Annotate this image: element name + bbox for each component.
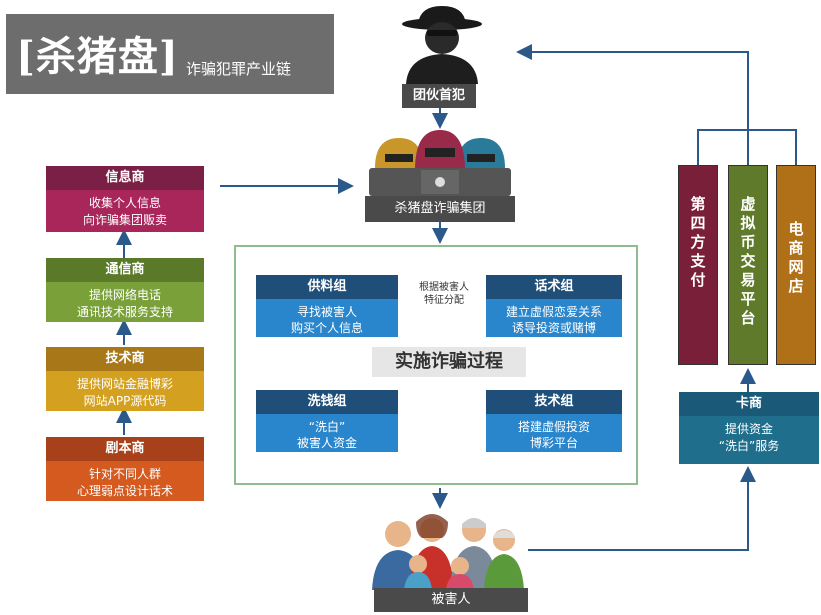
crypto-exchange-label: 虚拟币交易平台 <box>738 196 757 329</box>
card-dealer-title: 卡商 <box>679 392 819 416</box>
info-dealer-title: 信息商 <box>46 166 204 190</box>
card-dealer-line: 提供资金 <box>724 422 773 436</box>
laundry-group-box: 洗钱组 “洗白” 被害人资金 <box>256 390 398 452</box>
fourth-party-payment-label: 第四方支付 <box>688 196 707 291</box>
tech-dealer-line: 提供网站金融博彩 <box>76 377 173 391</box>
card-dealer-box: 卡商 提供资金 “洗白”服务 <box>679 392 819 464</box>
telecom-dealer-title: 通信商 <box>46 258 204 282</box>
victims-label: 被害人 <box>374 588 528 612</box>
supply-group-title: 供料组 <box>256 275 398 299</box>
tech-group-box: 技术组 搭建虚假投资 博彩平台 <box>486 390 622 452</box>
tech-dealer-box: 技术商 提供网站金融博彩 网站APP源代码 <box>46 347 204 411</box>
supply-group-line: 购买个人信息 <box>290 321 363 335</box>
leader-label: 团伙首犯 <box>402 84 476 108</box>
supply-group-line: 寻找被害人 <box>296 305 357 319</box>
ecommerce-shop-label: 电商网店 <box>786 221 805 297</box>
title-banner <box>6 14 334 94</box>
page-subtitle: 诈骗犯罪产业链 <box>186 60 292 78</box>
hooded-leader-icon <box>402 6 482 84</box>
tech-dealer-title: 技术商 <box>46 347 204 371</box>
script-dealer-line: 心理弱点设计话术 <box>76 484 173 498</box>
page-title: [杀猪盘] <box>16 33 179 80</box>
assignment-note-line: 特征分配 <box>424 295 464 306</box>
script-group-title: 话术组 <box>486 275 622 299</box>
ecommerce-shop-column: 电商网店 <box>776 165 816 365</box>
fraud-group-icon <box>369 130 511 196</box>
script-dealer-title: 剧本商 <box>46 437 204 461</box>
info-dealer-box: 信息商 收集个人信息 向诈骗集团贩卖 <box>46 166 204 232</box>
laundry-group-line: “洗白” <box>308 420 346 434</box>
tech-group-line: 搭建虚假投资 <box>517 420 590 434</box>
telecom-dealer-line: 提供网络电话 <box>88 288 161 302</box>
process-title: 实施诈骗过程 <box>372 347 526 377</box>
group-label: 杀猪盘诈骗集团 <box>365 196 515 222</box>
crypto-exchange-column: 虚拟币交易平台 <box>728 165 768 365</box>
telecom-dealer-line: 通讯技术服务支持 <box>76 305 173 319</box>
victims-family-icon <box>372 514 524 590</box>
supply-group-box: 供料组 寻找被害人 购买个人信息 <box>256 275 398 337</box>
card-dealer-line: “洗白”服务 <box>718 439 780 453</box>
tech-dealer-line: 网站APP源代码 <box>83 394 167 408</box>
tech-group-line: 博彩平台 <box>529 436 578 450</box>
script-group-box: 话术组 建立虚假恋爱关系 诱导投资或赌博 <box>486 275 622 337</box>
tech-group-title: 技术组 <box>486 390 622 414</box>
telecom-dealer-box: 通信商 提供网络电话 通讯技术服务支持 <box>46 258 204 322</box>
assignment-note-line: 根据被害人 <box>419 282 469 293</box>
script-group-line: 诱导投资或赌博 <box>511 321 596 335</box>
script-group-line: 建立虚假恋爱关系 <box>505 305 602 319</box>
fourth-party-payment-column: 第四方支付 <box>678 165 718 365</box>
info-dealer-line: 向诈骗集团贩卖 <box>82 213 167 227</box>
script-dealer-line: 针对不同人群 <box>88 467 161 481</box>
info-dealer-line: 收集个人信息 <box>88 196 161 210</box>
assignment-note: 根据被害人 特征分配 <box>404 281 484 307</box>
laundry-group-line: 被害人资金 <box>296 436 357 450</box>
laundry-group-title: 洗钱组 <box>256 390 398 414</box>
script-dealer-box: 剧本商 针对不同人群 心理弱点设计话术 <box>46 437 204 501</box>
